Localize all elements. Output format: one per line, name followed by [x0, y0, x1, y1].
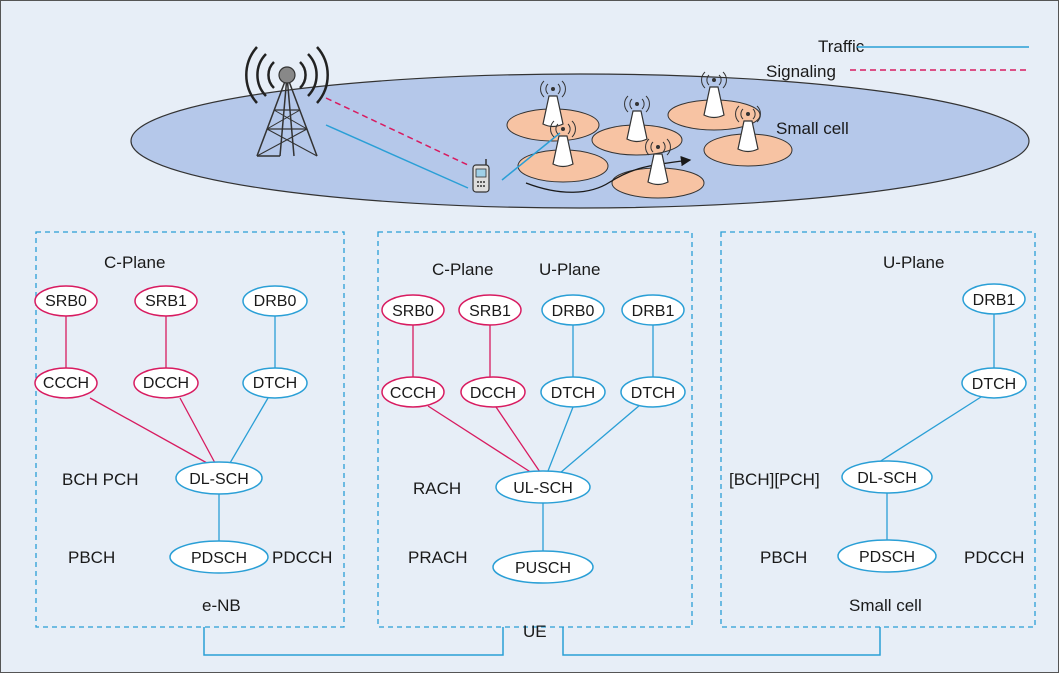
svg-text:CCCH: CCCH — [43, 375, 89, 392]
enb-plane-label: C-Plane — [104, 253, 165, 272]
ue-ulsch-node: UL-SCH — [495, 470, 591, 504]
edge — [495, 406, 541, 473]
svg-text:UL-SCH: UL-SCH — [513, 480, 573, 497]
coverage-ellipse — [130, 73, 1030, 209]
ue-phone-icon — [472, 159, 490, 193]
svg-text:PDSCH: PDSCH — [191, 550, 247, 567]
edge — [547, 406, 574, 472]
svg-text:PDSCH: PDSCH — [859, 549, 915, 566]
ue-srb0-node: SRB0 — [381, 294, 445, 326]
edge — [179, 397, 216, 464]
svg-text:SRB1: SRB1 — [145, 293, 187, 310]
ue-caption: UE — [523, 622, 547, 641]
smallcell-dlsch-node: DL-SCH — [841, 460, 933, 494]
tower-top-icon — [278, 66, 296, 84]
smallcell-pbch-label: PBCH — [760, 548, 807, 567]
svg-text:DTCH: DTCH — [631, 385, 675, 402]
smallcell-panel: U-Plane DRB1 DTCH DL-SCH PDSCH [BCH][PCH… — [720, 231, 1036, 628]
edge — [559, 404, 641, 474]
ue-panel: C-Plane U-Plane SRB0 SRB1 DRB0 DRB1 CCC — [377, 231, 693, 641]
legend-signaling-label: Signaling — [766, 62, 836, 81]
svg-text:DRB1: DRB1 — [973, 292, 1016, 309]
edge — [229, 397, 269, 464]
ue-panel-border — [377, 231, 693, 628]
svg-text:SRB0: SRB0 — [392, 303, 434, 320]
smallcell-caption: Small cell — [849, 596, 922, 615]
radio-waves-icon — [245, 46, 329, 104]
enb-drb0-node: DRB0 — [242, 285, 308, 317]
ue-dtch-node: DTCH — [540, 376, 606, 408]
enb-ue-connector — [203, 627, 504, 656]
ue-srb1-node: SRB1 — [458, 294, 522, 326]
ue-prach-label: PRACH — [408, 548, 468, 567]
smallcell-panel-border — [720, 231, 1036, 628]
enb-srb0-node: SRB0 — [34, 285, 98, 317]
legend-traffic-label: Traffic — [818, 37, 865, 56]
ue-dtch-node: DTCH — [620, 376, 686, 408]
svg-text:CCCH: CCCH — [390, 385, 436, 402]
svg-text:DTCH: DTCH — [253, 375, 297, 392]
ue-smallcell-connector — [562, 627, 881, 656]
enb-pdcch-label: PDCCH — [272, 548, 332, 567]
ue-pusch-node: PUSCH — [492, 550, 594, 584]
ue-uplane-label: U-Plane — [539, 260, 600, 279]
smallcell-plane-label: U-Plane — [883, 253, 944, 272]
enb-pdsch-node: PDSCH — [169, 540, 269, 574]
enb-srb1-node: SRB1 — [134, 285, 198, 317]
edge — [427, 405, 533, 474]
enb-panel-border — [35, 231, 345, 628]
enb-panel: C-Plane SRB0 SRB1 DRB0 CCCH DCCH — [34, 231, 345, 628]
ue-ccch-node: CCCH — [381, 376, 445, 408]
svg-text:DRB0: DRB0 — [552, 303, 595, 320]
svg-text:SRB0: SRB0 — [45, 293, 87, 310]
svg-text:DCCH: DCCH — [143, 375, 189, 392]
ue-drb0-node: DRB0 — [541, 294, 605, 326]
svg-text:DCCH: DCCH — [470, 385, 516, 402]
ue-cplane-label: C-Plane — [432, 260, 493, 279]
svg-text:DRB1: DRB1 — [632, 303, 675, 320]
small-cell-scene-label: Small cell — [776, 119, 849, 138]
tower-traffic-link — [325, 124, 469, 189]
enb-caption: e-NB — [202, 596, 241, 615]
smallcell-dtch-node: DTCH — [961, 367, 1027, 399]
smallcell-bch-pch-label: [BCH][PCH] — [729, 470, 820, 489]
enb-dlsch-node: DL-SCH — [175, 461, 263, 495]
tower-signaling-link — [325, 97, 471, 167]
enb-bch-pch-label: BCH PCH — [62, 470, 139, 489]
enb-dtch-node: DTCH — [242, 367, 308, 399]
svg-text:DTCH: DTCH — [972, 376, 1016, 393]
svg-text:PUSCH: PUSCH — [515, 560, 571, 577]
ue-drb1-node: DRB1 — [621, 294, 685, 326]
ue-dcch-node: DCCH — [460, 376, 526, 408]
smallcell-pdcch-label: PDCCH — [964, 548, 1024, 567]
smallcell-drb1-node: DRB1 — [962, 283, 1026, 315]
svg-text:SRB1: SRB1 — [469, 303, 511, 320]
enb-ccch-node: CCCH — [34, 367, 98, 399]
svg-text:DL-SCH: DL-SCH — [857, 470, 917, 487]
ue-rach-label: RACH — [413, 479, 461, 498]
edge — [875, 396, 982, 465]
enb-dcch-node: DCCH — [133, 367, 199, 399]
svg-text:DRB0: DRB0 — [254, 293, 297, 310]
svg-text:DL-SCH: DL-SCH — [189, 471, 249, 488]
smallcell-pdsch-node: PDSCH — [837, 539, 937, 573]
ue-smallcell-traffic-link — [501, 132, 561, 181]
enb-pbch-label: PBCH — [68, 548, 115, 567]
svg-text:DTCH: DTCH — [551, 385, 595, 402]
edge — [89, 397, 208, 464]
